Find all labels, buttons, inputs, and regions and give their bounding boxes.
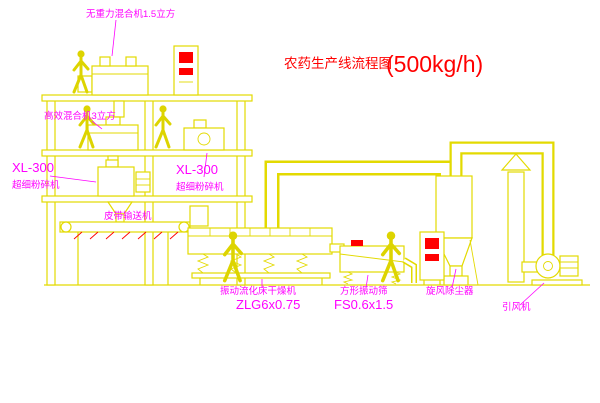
control-cabinet-cyclone <box>419 231 445 285</box>
exhaust-stack <box>500 153 539 283</box>
label-fluid-bed-dryer: 振动流化床干燥机 <box>220 285 297 297</box>
control-cabinet-top <box>173 45 199 96</box>
rain-cap <box>500 153 532 171</box>
label-gravity-free-mixer: 无重力混合机1.5立方 <box>86 8 175 20</box>
label-leader-lines <box>49 19 545 306</box>
label-screen-model: FS0.6x1.5 <box>334 297 393 312</box>
label-fan: 引风机 <box>502 301 531 313</box>
label-mill-center-model: XL-300 <box>176 162 218 177</box>
high-efficiency-mixer <box>87 116 139 167</box>
label-high-efficiency-mixer: 高效混合机3立方 <box>44 110 116 122</box>
duct-cyclone-to-fan <box>449 141 555 256</box>
screen-indicator <box>351 240 363 246</box>
label-mill-left-name: 超细粉碎机 <box>12 179 60 191</box>
diagram-title-capacity: (500kg/h) <box>386 51 483 77</box>
label-vibrating-screen: 方形振动筛 <box>340 285 388 297</box>
induced-draft-fan <box>531 253 583 286</box>
duct-dryer-to-cyclone <box>264 160 454 232</box>
superfine-mill-center <box>183 119 225 151</box>
fluid-bed-dryer <box>187 205 345 285</box>
vibrating-screen <box>339 240 417 285</box>
belt-conveyor <box>59 221 191 285</box>
label-mill-left-model: XL-300 <box>12 160 54 175</box>
worker-figure <box>154 104 172 149</box>
label-belt-conveyor: 皮带输送机 <box>104 210 152 222</box>
label-dryer-model: ZLG6x0.75 <box>236 297 300 312</box>
label-mill-center-name: 超细粉碎机 <box>176 181 224 193</box>
superfine-mill-left <box>97 159 151 223</box>
cyclone-dust-collector <box>435 175 479 286</box>
diagram-title: 农药生产线流程图 <box>284 56 392 71</box>
label-cyclone: 旋风除尘器 <box>426 285 474 297</box>
